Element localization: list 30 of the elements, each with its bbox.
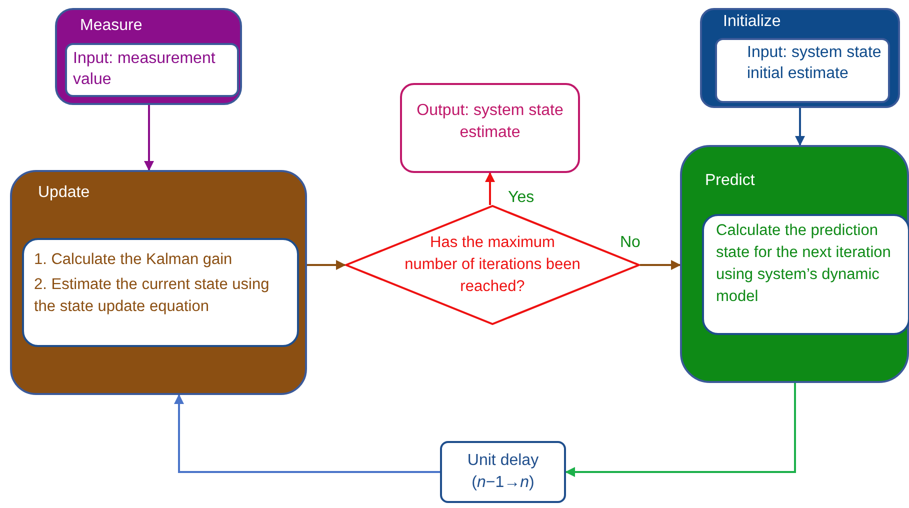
node-text: Unit delay (n−1→n) — [466, 451, 540, 493]
arrow — [307, 260, 346, 270]
arrow — [174, 394, 440, 473]
arrow — [640, 260, 681, 270]
arrow — [795, 108, 805, 146]
panel-heading: Initialize — [723, 12, 781, 32]
group-panel — [680, 145, 909, 383]
node-text: Input: measurement value — [73, 49, 216, 90]
decision-diamond — [345, 205, 640, 325]
group-panel — [700, 8, 900, 108]
text-panel — [702, 214, 909, 335]
arrow — [144, 105, 154, 171]
arrow — [485, 172, 495, 205]
process-box — [400, 83, 580, 173]
arrow — [565, 383, 796, 477]
node-text: 2. Estimate the current state using the state update equation — [34, 275, 270, 317]
node-text: Output: system state estimate — [416, 101, 564, 143]
group-panel — [55, 8, 242, 105]
text-panel — [65, 43, 239, 97]
node-text: Has the maximum number of iterations been reached? — [404, 233, 582, 297]
panel-heading: Update — [38, 183, 90, 203]
node-text: 1. Calculate the Kalman gain — [34, 250, 234, 270]
panel-heading: Predict — [705, 171, 755, 191]
text-panel — [22, 238, 299, 347]
node-text: Calculate the prediction state for the next iteration using system’s dynamic model — [716, 221, 892, 307]
process-box — [440, 441, 566, 503]
node-text: Input: system state initial estimate — [747, 43, 882, 84]
text-panel — [715, 38, 890, 103]
group-panel — [10, 170, 307, 395]
panel-heading: Measure — [80, 16, 142, 36]
